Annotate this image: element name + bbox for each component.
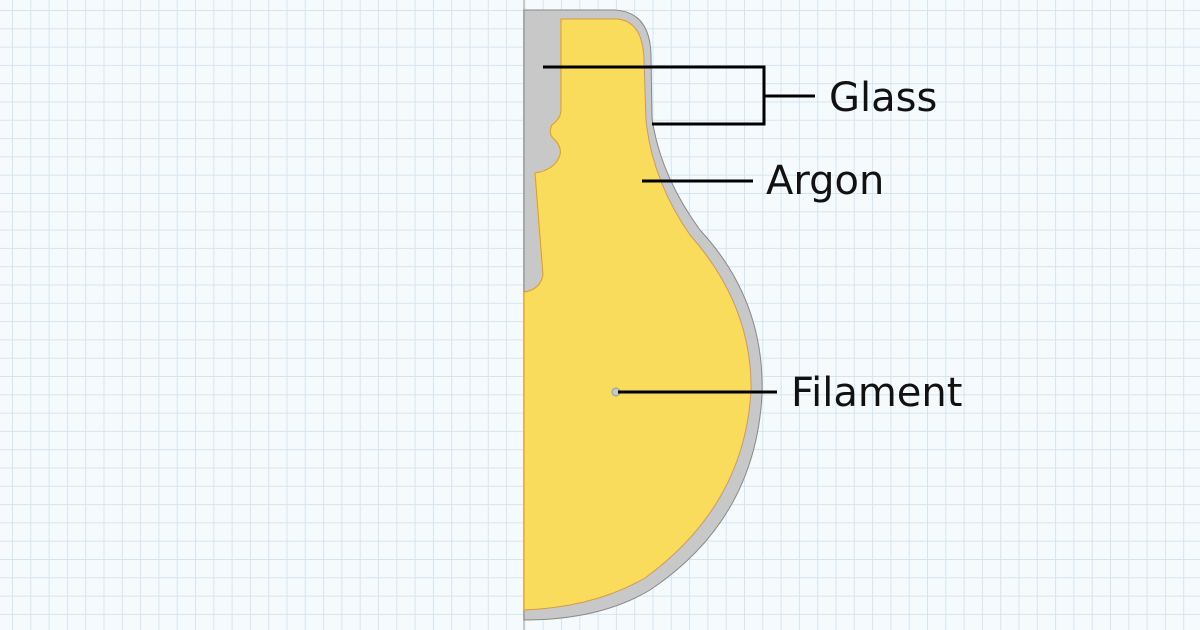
argon-label: Argon [766, 158, 885, 204]
glass-label: Glass [829, 75, 938, 121]
filament-label: Filament [791, 370, 963, 416]
argon-fill [523, 18, 752, 611]
leader-lines [543, 65, 815, 394]
